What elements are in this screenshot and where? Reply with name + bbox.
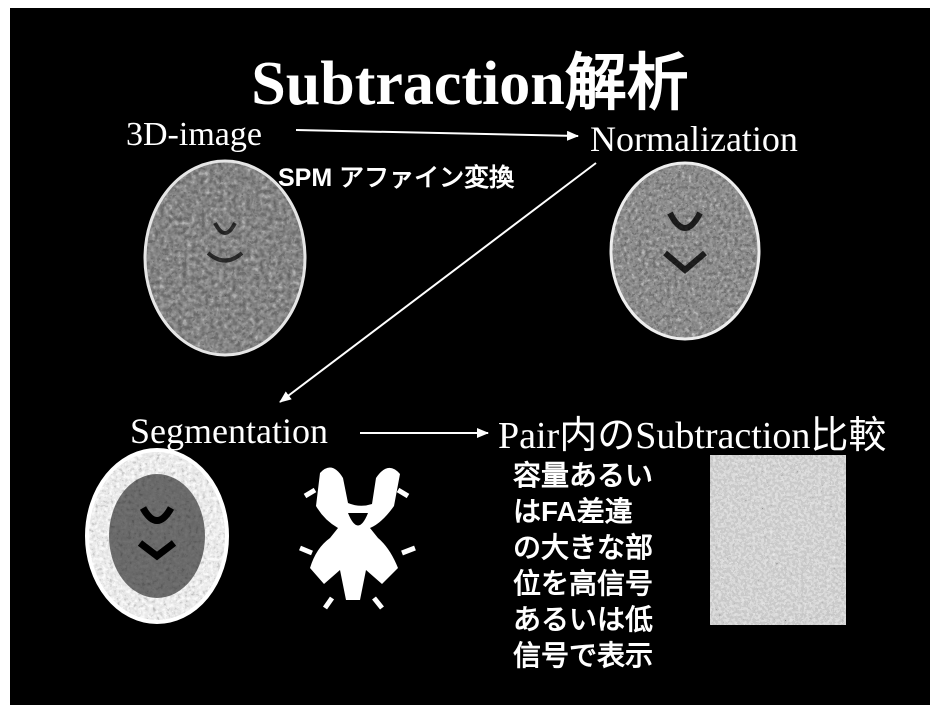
brain-image-normalized: [611, 163, 759, 339]
description-line: 容量あるい: [513, 458, 723, 494]
slide-title: Subtraction解析: [10, 32, 930, 122]
description-line: あるいは低: [513, 602, 723, 638]
slide: Subtraction解析 3D-image Normalization SPM…: [10, 8, 930, 705]
step-label-3d-image: 3D-image: [126, 116, 262, 154]
step-label-segmentation: Segmentation: [130, 410, 328, 452]
brain-segmentation-white-matter: [300, 468, 415, 608]
subtraction-result-image: [710, 455, 846, 625]
brain-segmentation-gray-matter: [87, 450, 227, 622]
description-text: 容量あるい はFA差違 の大きな部 位を高信号 あるいは低 信号で表示: [513, 458, 723, 674]
description-line: 信号で表示: [513, 638, 723, 674]
description-line: の大きな部: [513, 530, 723, 566]
step-label-pair-compare: Pair内のSubtraction比較: [498, 404, 886, 459]
transform-label: SPM アファイン変換: [278, 158, 514, 194]
step-label-normalization: Normalization: [590, 118, 798, 160]
description-line: はFA差違: [513, 494, 723, 530]
description-line: 位を高信号: [513, 566, 723, 602]
